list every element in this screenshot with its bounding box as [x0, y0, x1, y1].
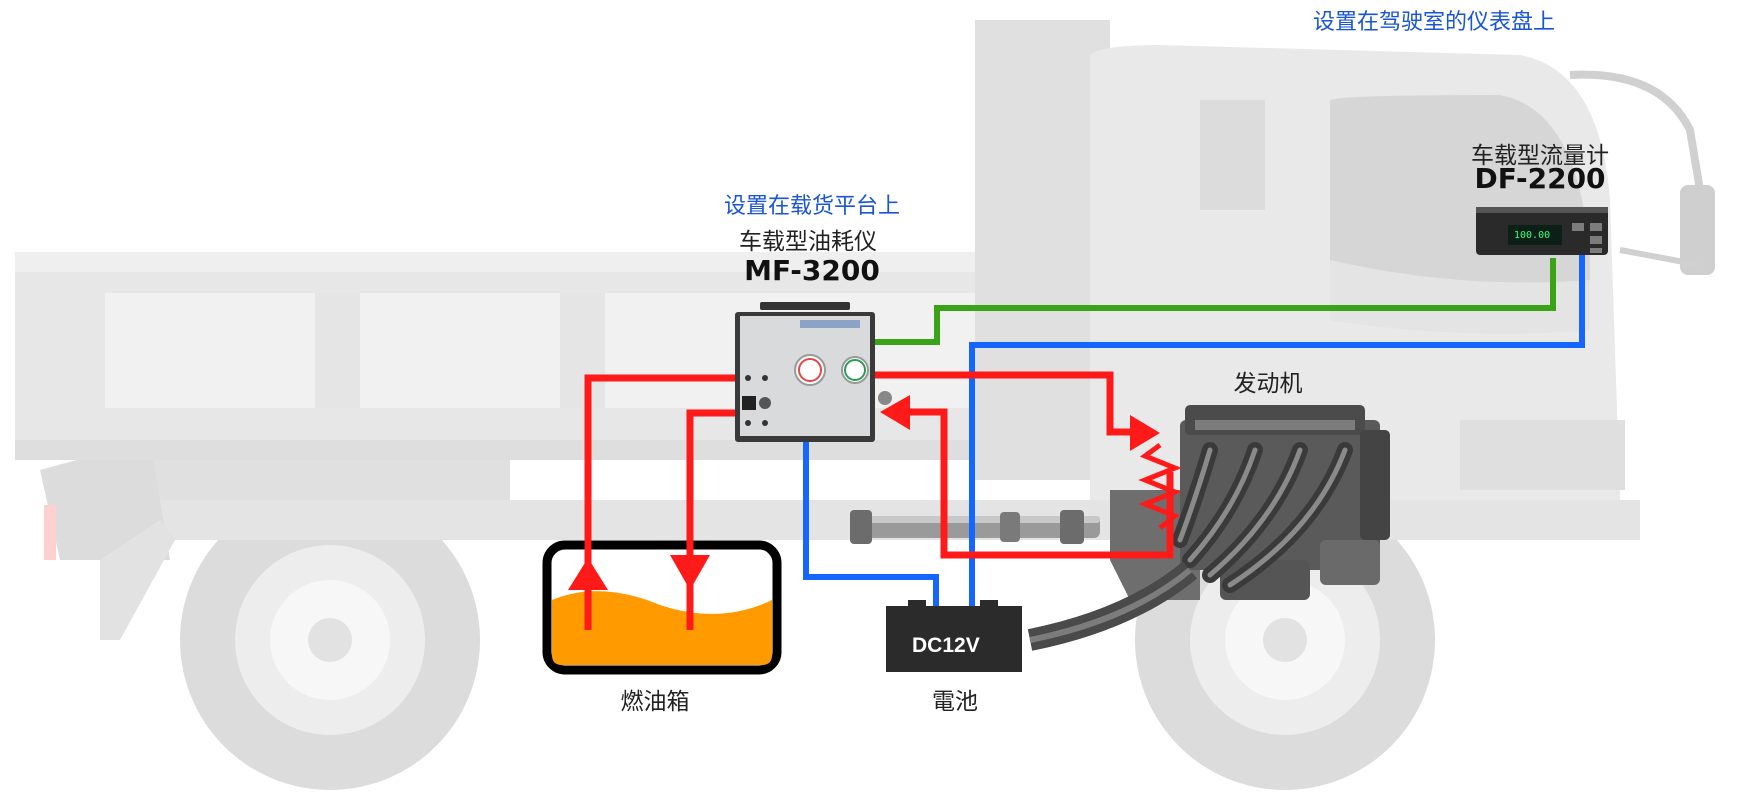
cab: [1090, 45, 1715, 500]
flow-arrow-down: [670, 555, 710, 590]
cargo-bed: [15, 252, 1095, 460]
fuel-consumption-meter-device: [735, 302, 892, 442]
flow-arrow-left: [880, 395, 910, 430]
battery-voltage-label: DC12V: [912, 634, 980, 657]
battery-label: 電池: [932, 689, 978, 715]
power-line-to-fuel-meter: [803, 442, 939, 606]
truck-illustration: [15, 20, 1715, 790]
fuel-meter-model-label: MF-3200: [744, 254, 880, 287]
flow-arrow-right: [1130, 415, 1160, 451]
fuel-meter-name-label: 车载型油耗仪: [739, 229, 877, 255]
flowmeter-display-reading: 100.00: [1514, 230, 1551, 241]
fuel-tank-label: 燃油箱: [620, 689, 690, 715]
engine-return-line: [890, 408, 1174, 559]
fuel-coil: [1138, 442, 1182, 530]
signal-line-green: [875, 258, 1556, 345]
engine-label: 发动机: [1233, 371, 1303, 397]
flowmeter-name-label: 车载型流量计: [1471, 143, 1609, 169]
engine-illustration: [1027, 405, 1390, 651]
dashboard-location-label: 设置在驾驶室的仪表盘上: [1312, 10, 1556, 35]
fuel-supply-line: [584, 374, 735, 630]
flow-arrow-up: [568, 558, 608, 590]
fuel-tank: [542, 540, 782, 675]
rear-wheel: [180, 490, 480, 790]
power-line-to-flowmeter: [969, 255, 1585, 606]
fuel-to-engine-line: [875, 371, 1145, 436]
flowmeter-device: [1476, 207, 1608, 255]
platform-location-label: 设置在载货平台上: [723, 194, 901, 219]
flowmeter-model-label: DF-2200: [1474, 162, 1606, 195]
driveshaft: [850, 510, 1100, 544]
battery: [886, 600, 1022, 672]
